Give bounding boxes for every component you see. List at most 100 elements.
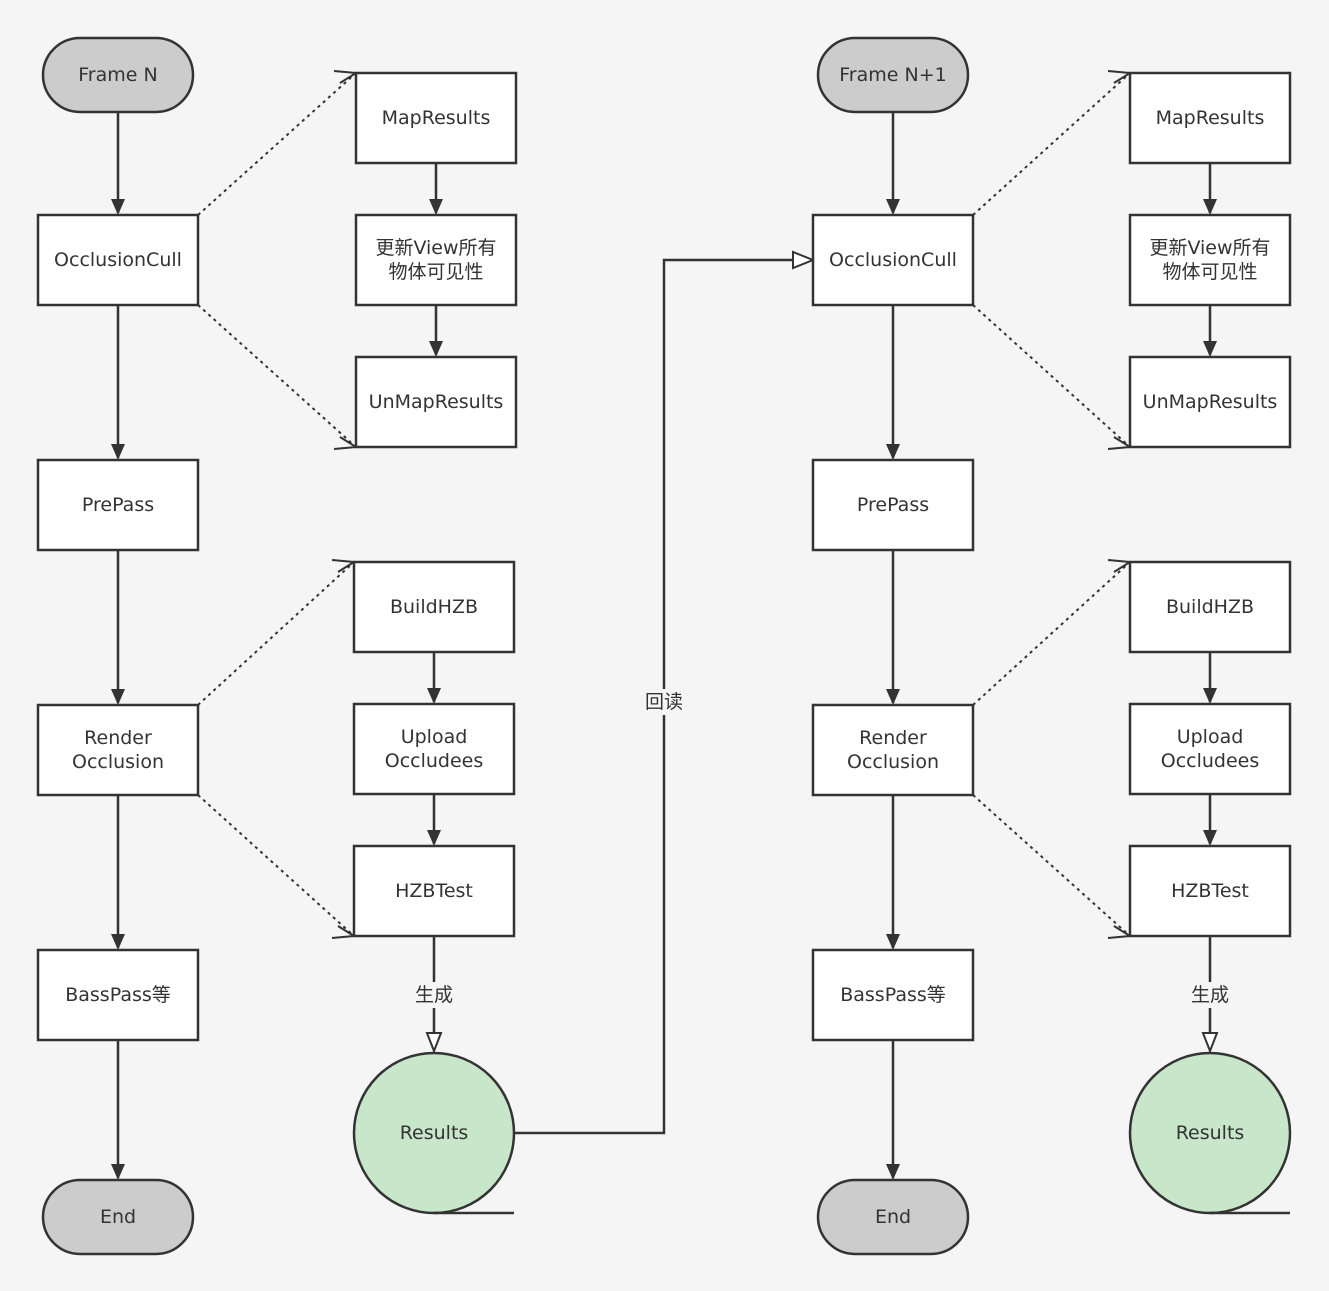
n-unmap-1-label-line-1: UnMapResults [369,391,504,413]
node-results-2[interactable]: Results [1128,1051,1292,1215]
edge-buildhzb-to-upload-2-arrowhead [1203,688,1217,704]
n-prepass-1-label-line-1: PrePass [82,494,154,516]
edge-label-generate-2: 生成 [1191,984,1229,1006]
process-box [352,560,516,654]
node-occ-cull-2[interactable]: OcclusionCull [811,213,975,307]
n-upload-2-label-line-1: Upload [1177,726,1244,748]
edge-renderocclusion-to-basspass-1-arrowhead [111,934,125,950]
edge-label-bg [412,982,456,1008]
edge-occlusioncull-to-prepass-1-arrowhead [111,444,125,460]
node-frame-n1[interactable]: Frame N+1 [816,36,970,114]
edge-update-to-unmap-2-arrowhead [1203,341,1217,357]
n-render-occ-1-label-line-1: Render [84,727,152,749]
node-basspass-2[interactable]: BassPass等 [811,948,975,1042]
dotted-occlusioncull-to-map-1 [197,72,357,216]
n-upload-1-label-line-1: Upload [401,726,468,748]
edge-prepass-to-renderocclusion-2-arrowhead [886,689,900,705]
n-render-occ-2-label-line-1: Render [859,727,927,749]
node-map-2[interactable]: MapResults [1128,71,1292,165]
node-unmap-2[interactable]: UnMapResults [1128,355,1292,449]
node-basspass-1[interactable]: BassPass等 [36,948,200,1042]
edge-buildhzb-to-upload-1-arrowhead [427,688,441,704]
dotted-arrow-buildhzb-2 [1107,559,1134,573]
edge-label-readback: 回读 [645,691,683,713]
process-box [36,213,200,307]
dotted-arrow-map-2 [1107,70,1134,84]
node-prepass-1[interactable]: PrePass [36,458,200,552]
process-box [354,71,518,165]
node-occ-cull-1[interactable]: OcclusionCull [36,213,200,307]
edge-basspass-to-end-1-arrowhead [111,1164,125,1180]
process-box [1128,844,1292,938]
n-update-1-label-line-1: 更新View所有 [375,237,496,259]
edge-upload-to-hzbtest-2-arrowhead [1203,830,1217,846]
n-upload-2-label-line-2: Occludees [1161,750,1260,772]
edges-layer [111,70,1219,1180]
n-hzbtest-2-label-line-1: HZBTest [1171,880,1249,902]
n-hzbtest-1-label-line-1: HZBTest [395,880,473,902]
node-prepass-2[interactable]: PrePass [811,458,975,552]
n-update-2-label-line-2: 物体可见性 [1162,261,1257,283]
node-end-1[interactable]: End [41,1178,195,1256]
node-unmap-1[interactable]: UnMapResults [354,355,518,449]
edge-label-generate-1: 生成 [415,984,453,1006]
process-box [36,948,200,1042]
n-render-occ-2-label-line-2: Occlusion [847,751,939,773]
edge-frame-to-occlusioncull-2-arrowhead [886,199,900,215]
edge-prepass-to-renderocclusion-1-arrowhead [111,689,125,705]
edge-map-to-update-2-arrowhead [1203,199,1217,215]
n-upload-1-label-line-2: Occludees [385,750,484,772]
dotted-renderocclusion-to-buildhzb-2 [972,561,1131,706]
terminal-shape [41,36,195,114]
node-results-1[interactable]: Results [352,1051,516,1215]
node-map-1[interactable]: MapResults [354,71,518,165]
dotted-occlusioncull-to-unmap-2 [972,304,1131,448]
edge-upload-to-hzbtest-1-arrowhead [427,830,441,846]
node-frame-n[interactable]: Frame N [41,36,195,114]
node-hzbtest-1[interactable]: HZBTest [352,844,516,938]
process-box [36,458,200,552]
dotted-arrow-buildhzb-1 [331,559,358,573]
n-results-1-label-line-1: Results [400,1122,469,1144]
n-basspass-2-label-line-1: BassPass等 [840,984,946,1006]
dotted-occlusioncull-to-unmap-1 [197,304,357,448]
n-buildhzb-2-label-line-1: BuildHZB [1166,596,1254,618]
dotted-arrow-map-1 [333,70,360,84]
process-box [811,213,975,307]
terminal-shape [816,36,970,114]
n-occ-cull-2-label-line-1: OcclusionCull [829,249,957,271]
dotted-arrow-unmap-2 [1107,436,1134,450]
edge-labels-layer: 生成 生成 回读 [412,689,1232,1008]
nodes-layer: Frame NOcclusionCullPrePassRenderOcclusi… [36,36,1292,1256]
dotted-arrow-unmap-1 [333,436,360,450]
n-basspass-1-label-line-1: BassPass等 [65,984,171,1006]
edge-label-bg [1188,982,1232,1008]
n-update-1-label-line-2: 物体可见性 [388,261,483,283]
node-end-2[interactable]: End [816,1178,970,1256]
n-update-2-label-line-1: 更新View所有 [1149,237,1270,259]
n-results-2-label-line-1: Results [1176,1122,1245,1144]
n-prepass-2-label-line-1: PrePass [857,494,929,516]
process-box [811,703,975,797]
n-end-2-label-line-1: End [875,1206,911,1228]
n-map-2-label-line-1: MapResults [1156,107,1265,129]
process-box [36,703,200,797]
terminal-shape [816,1178,970,1256]
edge-renderocclusion-to-basspass-2-arrowhead [886,934,900,950]
process-box [1128,355,1292,449]
node-buildhzb-1[interactable]: BuildHZB [352,560,516,654]
process-box [1128,560,1292,654]
edge-map-to-update-1-arrowhead [429,199,443,215]
node-hzbtest-2[interactable]: HZBTest [1128,844,1292,938]
edge-frame-to-occlusioncull-1-arrowhead [111,199,125,215]
process-box [354,213,518,307]
edge-hzbtest-to-results-1-arrowhead [425,1032,443,1054]
node-buildhzb-2[interactable]: BuildHZB [1128,560,1292,654]
process-box [811,458,975,552]
